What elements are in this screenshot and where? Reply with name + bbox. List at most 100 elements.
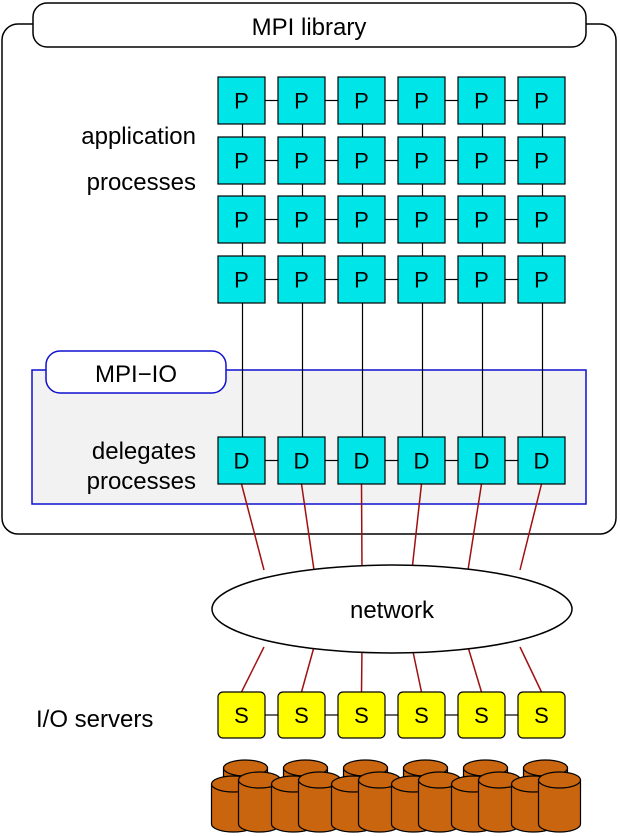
process-node-box [457, 76, 506, 125]
delegate-node-letter: D [234, 449, 250, 474]
process-node: P [517, 255, 566, 304]
process-node: P [217, 255, 266, 304]
process-node-box [277, 76, 326, 125]
server-node: S [337, 691, 386, 739]
network-server-link [360, 646, 363, 693]
process-node-box [397, 195, 446, 244]
disk-front [417, 771, 462, 833]
process-node: P [337, 76, 386, 125]
process-node-letter: P [294, 268, 309, 293]
server-node-letter: S [294, 703, 309, 728]
process-node-box [217, 255, 266, 304]
process-node-box [397, 255, 446, 304]
delegate-network-link [360, 483, 363, 571]
process-node-letter: P [474, 208, 489, 233]
application-label-line2: processes [87, 169, 196, 196]
process-node-letter: P [234, 268, 249, 293]
server-node-letter: S [414, 703, 429, 728]
delegate-node: D [337, 436, 386, 485]
delegate-node-box [277, 436, 326, 485]
process-node-letter: P [414, 89, 429, 114]
server-node-box [277, 691, 326, 739]
delegate-node-box [337, 436, 386, 485]
server-node-box [397, 691, 446, 739]
process-node-letter: P [534, 89, 549, 114]
process-node: P [517, 76, 566, 125]
process-node-box [337, 76, 386, 125]
process-node-letter: P [354, 268, 369, 293]
process-node-box [397, 76, 446, 125]
server-node-letter: S [234, 703, 249, 728]
process-node-letter: P [294, 208, 309, 233]
network-server-link [519, 646, 543, 693]
process-node-box [217, 136, 266, 185]
server-node: S [397, 691, 446, 739]
network-label: network [350, 597, 435, 624]
delegates-label-line2: processes [87, 468, 196, 495]
process-node: P [277, 195, 326, 244]
delegate-network-link [467, 483, 483, 571]
process-node: P [337, 255, 386, 304]
delegate-node-letter: D [414, 449, 430, 474]
process-node-box [457, 136, 506, 185]
server-node-box [457, 691, 506, 739]
process-node: P [277, 136, 326, 185]
delegate-node: D [277, 436, 326, 485]
process-node-letter: P [534, 268, 549, 293]
process-node-box [337, 255, 386, 304]
mpi-library-title-box [32, 2, 587, 48]
delegate-network-link [519, 483, 543, 571]
disk-front [357, 771, 402, 833]
process-node: P [397, 136, 446, 185]
process-node-box [217, 76, 266, 125]
process-node-box [517, 255, 566, 304]
server-node-letter: S [354, 703, 369, 728]
process-node-letter: P [414, 268, 429, 293]
process-node: P [457, 136, 506, 185]
disk-front-top [537, 771, 582, 789]
server-node-letter: S [534, 703, 549, 728]
process-node-letter: P [534, 149, 549, 174]
application-label-line1: application [81, 123, 196, 150]
delegate-node-letter: D [354, 449, 370, 474]
server-node: S [517, 691, 566, 739]
process-node-letter: P [354, 149, 369, 174]
process-node: P [397, 195, 446, 244]
mpi-io-title-box [45, 350, 227, 394]
delegate-network-link [240, 483, 265, 571]
server-node: S [277, 691, 326, 739]
process-node-letter: P [414, 208, 429, 233]
io-servers-label: I/O servers [36, 706, 153, 733]
process-node: P [217, 136, 266, 185]
disk-front [477, 771, 522, 833]
process-node-box [517, 195, 566, 244]
process-node-letter: P [294, 89, 309, 114]
process-node-box [457, 255, 506, 304]
delegate-node-letter: D [294, 449, 310, 474]
process-node: P [337, 195, 386, 244]
process-node-letter: P [474, 268, 489, 293]
delegate-node: D [217, 436, 266, 485]
process-node-letter: P [234, 89, 249, 114]
process-node: P [397, 255, 446, 304]
process-node-box [457, 195, 506, 244]
mpi-io-title: MPI−IO [95, 361, 177, 388]
process-node-box [337, 136, 386, 185]
delegates-label-line1: delegates [92, 438, 196, 465]
network-server-link [411, 646, 423, 693]
process-node-letter: P [474, 89, 489, 114]
process-node-box [277, 195, 326, 244]
delegate-node-box [457, 436, 506, 485]
process-node-box [277, 136, 326, 185]
delegate-network-link [411, 483, 423, 571]
process-node: P [457, 195, 506, 244]
delegate-network-link [300, 483, 315, 571]
delegate-node-letter: D [474, 449, 490, 474]
network-server-link [300, 646, 315, 693]
process-node-box [397, 136, 446, 185]
process-node: P [337, 136, 386, 185]
process-node: P [277, 76, 326, 125]
